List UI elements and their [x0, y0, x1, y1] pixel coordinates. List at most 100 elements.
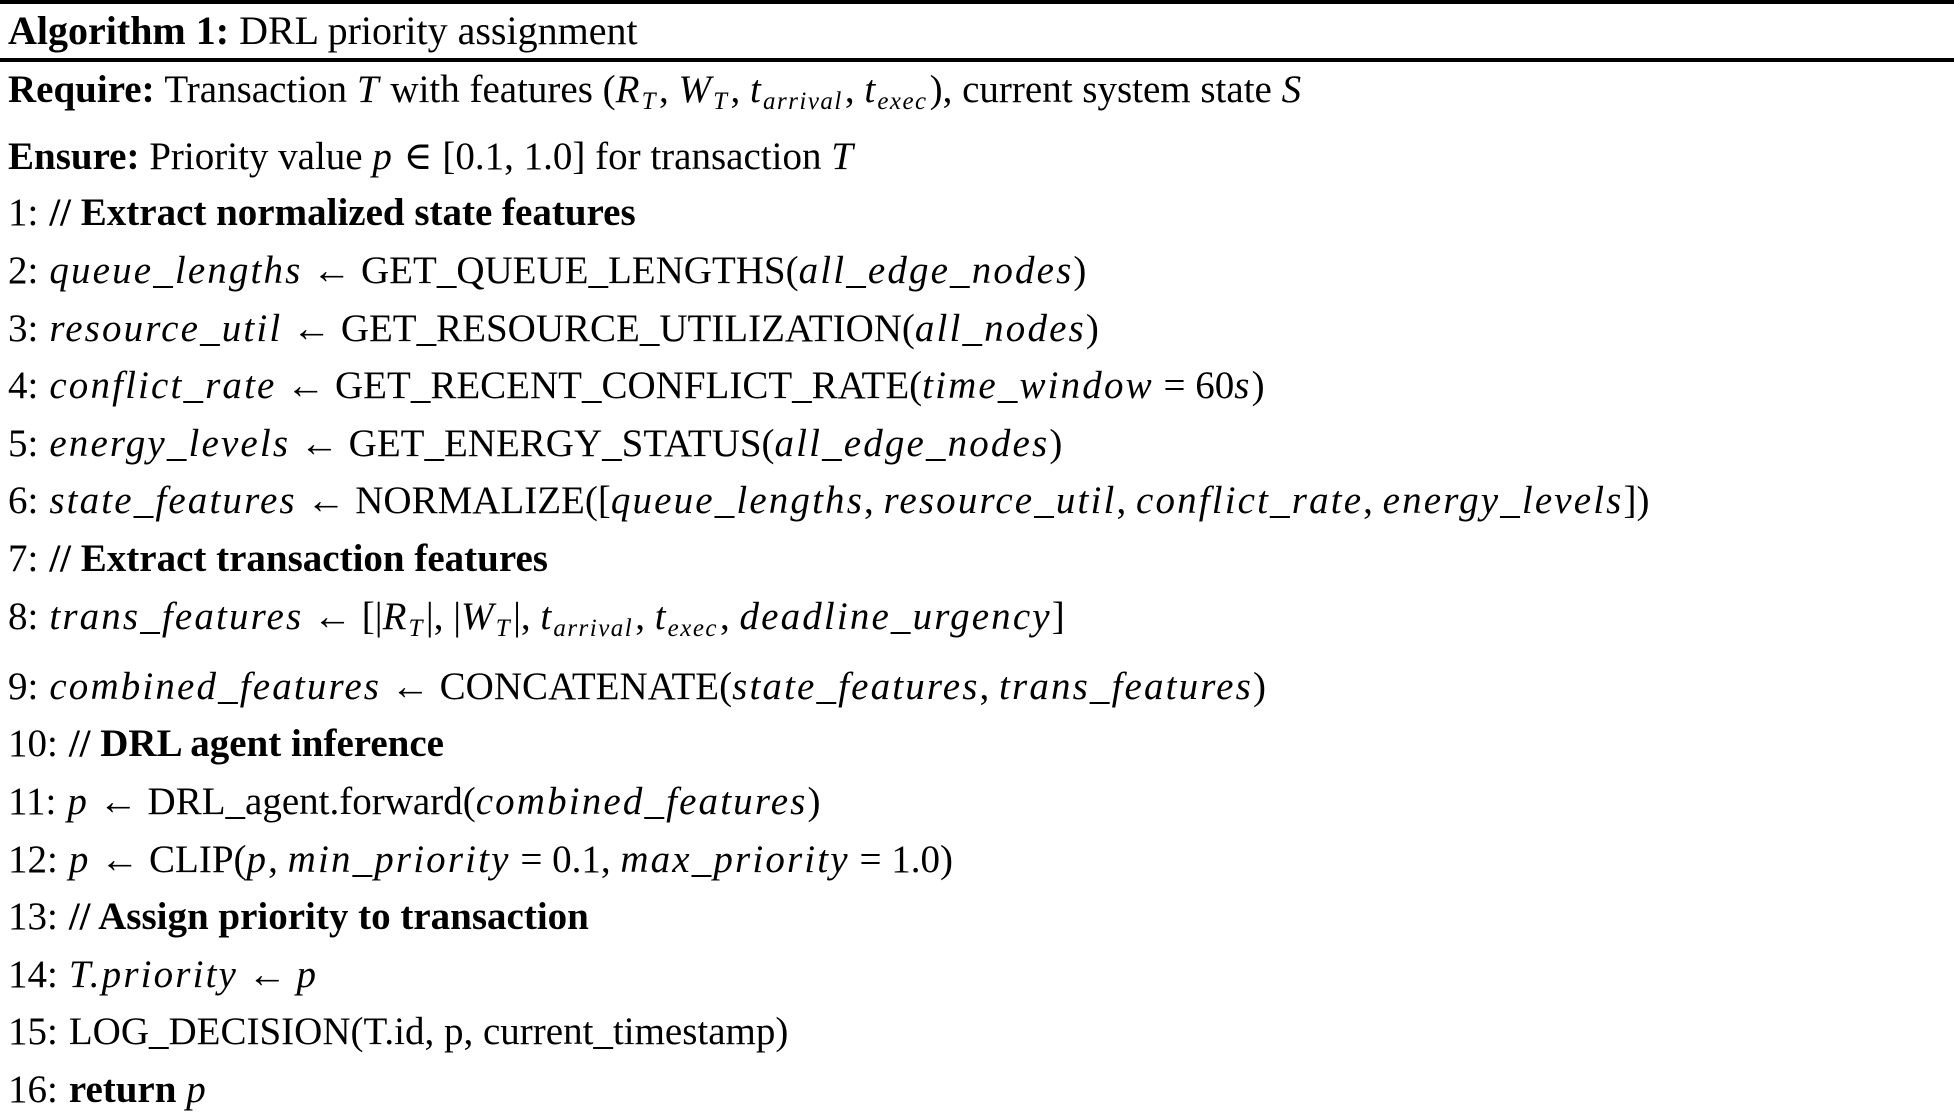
algorithm-line: 2:queue_lengths ← GET_QUEUE_LENGTHS(all_…: [0, 242, 1954, 300]
text-segment: exec: [667, 615, 718, 643]
line-content: return p: [69, 1068, 208, 1111]
text-segment: LOG_DECISION(T.id, p, current_timestamp): [68, 1010, 789, 1054]
line-number: 16:: [8, 1067, 58, 1111]
text-segment: time_window: [922, 364, 1154, 408]
text-segment: ]: [1051, 594, 1065, 638]
text-segment: state_features: [49, 479, 297, 523]
text-segment: // DRL agent inference: [68, 722, 444, 766]
text-segment: ,: [979, 664, 1000, 708]
text-segment: ]): [1623, 479, 1650, 523]
text-segment: ): [1085, 306, 1099, 350]
text-segment: arrival: [763, 88, 843, 116]
algorithm-line: 8:trans_features ← [|RT|, |WT|, tarrival…: [0, 588, 1954, 658]
text-segment: min_priority: [287, 837, 511, 881]
line-content: // Extract transaction features: [49, 537, 548, 580]
line-number: 3:: [8, 306, 39, 350]
algorithm-line: 16:return p: [0, 1061, 1954, 1117]
text-segment: ←: [238, 952, 297, 996]
line-number: 15:: [8, 1010, 58, 1054]
line-number: 2:: [8, 249, 39, 293]
text-segment: T: [831, 135, 856, 179]
algorithm-line: 7:// Extract transaction features: [0, 530, 1954, 588]
text-segment: p: [246, 837, 269, 881]
text-segment: T: [495, 615, 512, 643]
text-segment: ← GET_ENERGY_STATUS(: [290, 421, 775, 465]
text-segment: ← [|: [303, 594, 383, 638]
text-segment: combined_features: [49, 664, 382, 708]
text-segment: W: [678, 68, 714, 111]
text-segment: T: [408, 615, 424, 643]
text-segment: trans_features: [49, 594, 304, 638]
text-segment: return: [68, 1067, 187, 1111]
text-segment: T: [713, 88, 729, 116]
text-segment: all_edge_nodes: [798, 249, 1074, 293]
text-segment: ,: [268, 837, 288, 881]
text-segment: |,: [513, 594, 541, 638]
text-segment: S: [1281, 68, 1304, 111]
text-segment: Transaction: [164, 68, 357, 111]
line-content: resource_util ← GET_RESOURCE_UTILIZATION…: [49, 307, 1099, 350]
text-segment: = 0.1,: [510, 837, 621, 881]
text-segment: ,: [659, 68, 679, 111]
text-segment: = 1.0): [849, 837, 953, 881]
algorithm-line: 15:LOG_DECISION(T.id, p, current_timesta…: [0, 1003, 1954, 1061]
text-segment: ): [807, 779, 821, 823]
text-segment: ,: [730, 68, 751, 111]
text-segment: p: [186, 1067, 208, 1111]
text-segment: Algorithm 1:: [8, 8, 230, 53]
text-segment: ): [1252, 664, 1266, 708]
line-number: 9:: [8, 664, 39, 708]
text-segment: ): [1049, 421, 1063, 465]
text-segment: ← CONCATENATE(: [381, 664, 733, 708]
line-content: queue_lengths ← GET_QUEUE_LENGTHS(all_ed…: [49, 249, 1086, 292]
text-segment: with features (: [380, 68, 616, 111]
line-content: conflict_rate ← GET_RECENT_CONFLICT_RATE…: [49, 364, 1264, 407]
line-number: 6:: [8, 479, 39, 523]
text-segment: p: [68, 837, 91, 881]
text-segment: T: [356, 68, 381, 111]
text-segment: ,: [1116, 479, 1136, 523]
text-segment: Priority value: [149, 135, 373, 179]
text-segment: energy_levels: [49, 421, 291, 465]
text-segment: |, |: [425, 594, 462, 638]
text-segment: ,: [844, 68, 865, 111]
text-segment: combined_features: [475, 779, 808, 823]
text-segment: deadline_urgency: [739, 594, 1052, 638]
text-segment: = 60: [1153, 364, 1235, 408]
line-number: 11:: [8, 779, 57, 823]
text-segment: conflict_rate: [1136, 479, 1364, 523]
algorithm-preamble: Require: Transaction T with features (RT…: [0, 62, 1954, 184]
algorithm-line: 6:state_features ← NORMALIZE([queue_leng…: [0, 472, 1954, 530]
text-segment: p: [67, 779, 90, 823]
text-segment: queue_lengths: [610, 479, 865, 523]
line-content: p ← DRL_agent.forward(combined_features): [67, 780, 820, 823]
text-segment: ): [1251, 364, 1265, 408]
algorithm-line: 13:// Assign priority to transaction: [0, 888, 1954, 946]
text-segment: ,: [635, 594, 655, 638]
algorithm-line: 9:combined_features ← CONCATENATE(state_…: [0, 658, 1954, 716]
text-segment: ): [1073, 249, 1087, 293]
algorithm-line: 4:conflict_rate ← GET_RECENT_CONFLICT_RA…: [0, 357, 1954, 415]
text-segment: R: [615, 68, 642, 111]
text-segment: queue_lengths: [49, 249, 303, 293]
text-segment: ← NORMALIZE([: [296, 479, 611, 523]
require-line: Require: Transaction T with features (RT…: [0, 62, 1954, 129]
line-number: 1:: [8, 191, 39, 235]
text-segment: state_features: [732, 664, 980, 708]
text-segment: t: [654, 594, 668, 638]
line-content: energy_levels ← GET_ENERGY_STATUS(all_ed…: [49, 422, 1062, 465]
line-content: T.priority ← p: [69, 953, 318, 996]
ensure-line: Ensure: Priority value p ∈ [0.1, 1.0] fo…: [0, 129, 1954, 184]
text-segment: Ensure:: [8, 135, 150, 179]
text-segment: t: [750, 68, 764, 111]
algorithm-line: 3:resource_util ← GET_RESOURCE_UTILIZATI…: [0, 300, 1954, 358]
text-segment: max_priority: [620, 837, 850, 881]
text-segment: T: [641, 88, 658, 116]
text-segment: resource_util: [49, 306, 283, 350]
algorithm-line: 12:p ← CLIP(p, min_priority = 0.1, max_p…: [0, 831, 1954, 889]
text-segment: Require:: [8, 68, 165, 111]
line-number: 14:: [8, 952, 58, 996]
text-segment: arrival: [553, 615, 634, 643]
line-number: 4:: [8, 364, 39, 408]
